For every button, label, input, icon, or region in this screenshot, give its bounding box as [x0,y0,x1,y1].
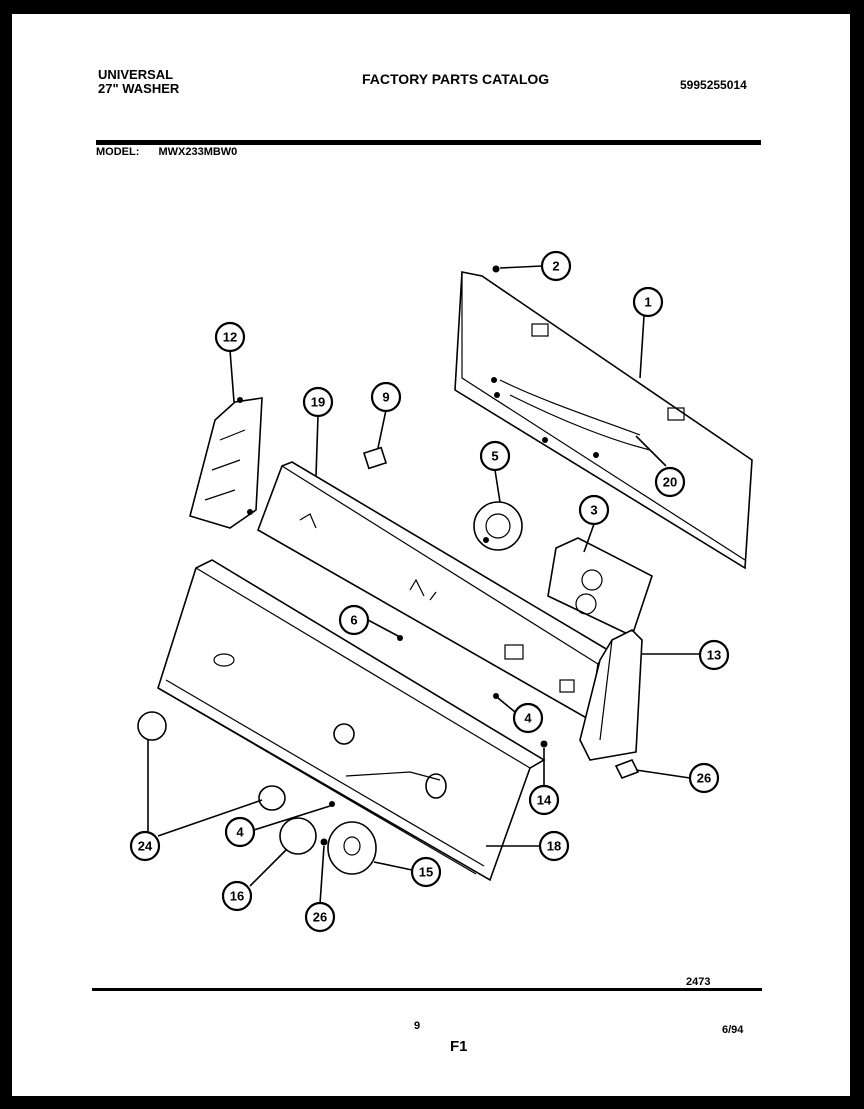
selector-switch-part [547,537,653,638]
catalog-number: 5995255014 [680,78,747,92]
product-type: 27" WASHER [98,81,180,96]
knob-part [258,785,286,811]
callout-24: 24 [129,830,161,862]
timer-knob-part [279,817,317,855]
knob-part [137,711,167,741]
page-number: 9 [414,1020,421,1032]
svg-text:24: 24 [138,839,153,854]
svg-text:12: 12 [223,330,237,345]
svg-text:4: 4 [236,825,244,840]
end-cap-part [579,629,643,761]
leader-lines [147,265,700,905]
callout-13: 13 [698,639,730,671]
svg-text:19: 19 [311,395,325,410]
svg-text:20: 20 [663,475,677,490]
header-rule [96,140,761,145]
catalog-date: 6/94 [722,1024,744,1036]
callout-9: 9 [370,381,402,413]
callout-12: 12 [214,321,246,353]
svg-text:9: 9 [382,390,389,405]
callout-16: 16 [221,880,253,912]
screw-part [540,740,548,748]
callout-26-upper: 26 [688,762,720,794]
svg-text:16: 16 [230,889,244,904]
screw-part [493,693,499,699]
section-label: F1 [450,1038,468,1055]
control-panel-part [257,461,610,722]
callout-18: 18 [538,830,570,862]
callout-6: 6 [338,604,370,636]
model-number: MWX233MBW0 [158,146,238,158]
callout-15: 15 [410,856,442,888]
drawing-code: 2473 [686,976,711,988]
svg-text:14: 14 [537,793,552,808]
svg-text:2: 2 [552,259,559,274]
svg-text:13: 13 [707,648,721,663]
svg-text:18: 18 [547,839,561,854]
timer-part [473,501,523,551]
callout-14: 14 [528,784,560,816]
screw-part [492,265,500,273]
screw-part [329,801,335,807]
screw-part [397,635,403,641]
svg-text:3: 3 [590,503,597,518]
brand-name: UNIVERSAL [98,67,174,82]
svg-text:5: 5 [491,449,498,464]
side-bracket-part [189,397,263,529]
callout-26-lower: 26 [304,901,336,933]
svg-text:26: 26 [697,771,711,786]
catalog-title: FACTORY PARTS CATALOG [362,71,550,87]
svg-text:6: 6 [350,613,357,628]
svg-text:15: 15 [419,865,433,880]
clip-part [614,758,640,780]
console-front-part [157,559,546,882]
footer-rule [92,988,762,991]
dial-part [327,821,377,875]
callout-1: 1 [632,286,664,318]
model-row: MODEL: MWX233MBW0 [96,146,237,158]
model-label: MODEL: [96,146,140,158]
callout-5: 5 [479,440,511,472]
callout-4-upper: 4 [512,702,544,734]
callout-20: 20 [654,466,686,498]
callout-2: 2 [540,250,572,282]
callout-3: 3 [578,494,610,526]
svg-text:4: 4 [524,711,532,726]
callout-19: 19 [302,386,334,418]
product-title: UNIVERSAL 27" WASHER [98,68,179,96]
spring-part [320,838,328,846]
switch-part [362,446,388,470]
svg-text:1: 1 [644,295,651,310]
svg-text:26: 26 [313,910,327,925]
callout-4-lower: 4 [224,816,256,848]
